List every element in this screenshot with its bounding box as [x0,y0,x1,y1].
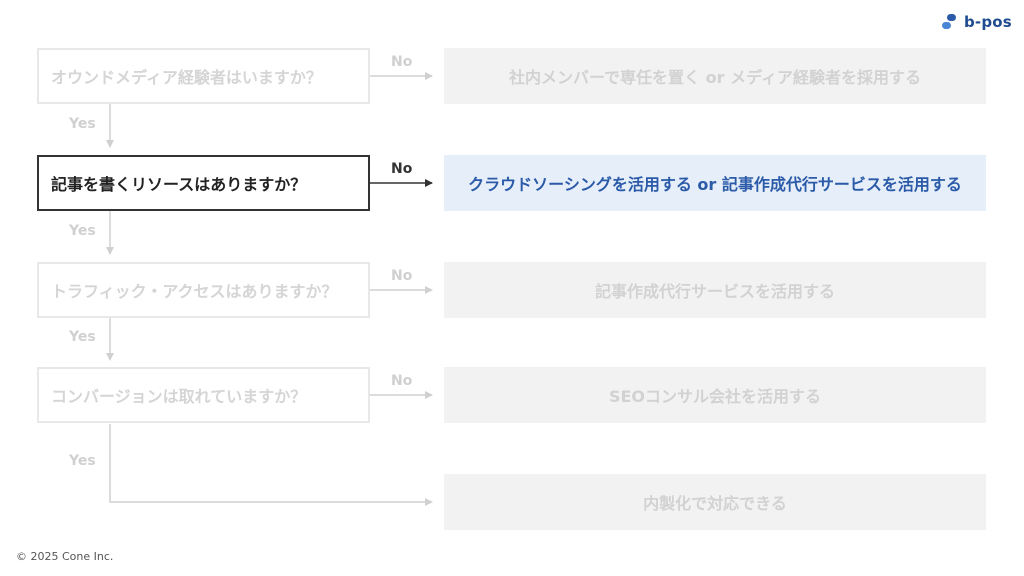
no-label-4: No [391,373,413,389]
yes-arrow-4 [109,424,433,506]
question-box-4: コンバージョンは取れていますか？ [37,367,370,423]
answer-box-5: 内製化で対応できる [444,474,986,530]
question-text-1: オウンドメディア経験者はいますか？ [51,68,322,87]
answer-text-5: 内製化で対応できる [643,494,787,513]
no-label-2: No [391,161,413,177]
answer-box-4: SEOコンサル会社を活用する [444,367,986,423]
yes-label-2: Yes [69,223,96,239]
yes-label-3: Yes [69,329,96,345]
question-box-3: トラフィック・アクセスはありますか？ [37,262,370,318]
question-text-3: トラフィック・アクセスはありますか？ [51,282,338,301]
question-box-2: 記事を書くリソースはありますか？ [37,155,370,211]
answer-text-2: クラウドソーシングを活用する or 記事作成代行サービスを活用する [468,175,962,194]
brand-mark-icon [942,14,956,29]
answer-text-1: 社内メンバーで専任を置く or メディア経験者を採用する [509,68,921,87]
answer-box-2: クラウドソーシングを活用する or 記事作成代行サービスを活用する [444,155,986,211]
brand-logo: b-pos [940,12,1012,32]
copyright-text: © 2025 Cone Inc. [16,550,114,563]
question-box-1: オウンドメディア経験者はいますか？ [37,48,370,104]
question-text-2: 記事を書くリソースはありますか？ [51,175,307,194]
yes-label-1: Yes [69,116,96,132]
answer-text-4: SEOコンサル会社を活用する [608,387,822,406]
answer-box-3: 記事作成代行サービスを活用する [444,262,986,318]
no-label-1: No [391,54,413,70]
yes-label-4: Yes [69,453,96,469]
answer-text-3: 記事作成代行サービスを活用する [594,282,835,301]
question-text-4: コンバージョンは取れていますか？ [51,387,307,406]
brand-name: b-pos [964,13,1012,31]
answer-box-1: 社内メンバーで専任を置く or メディア経験者を採用する [444,48,986,104]
no-label-3: No [391,268,413,284]
